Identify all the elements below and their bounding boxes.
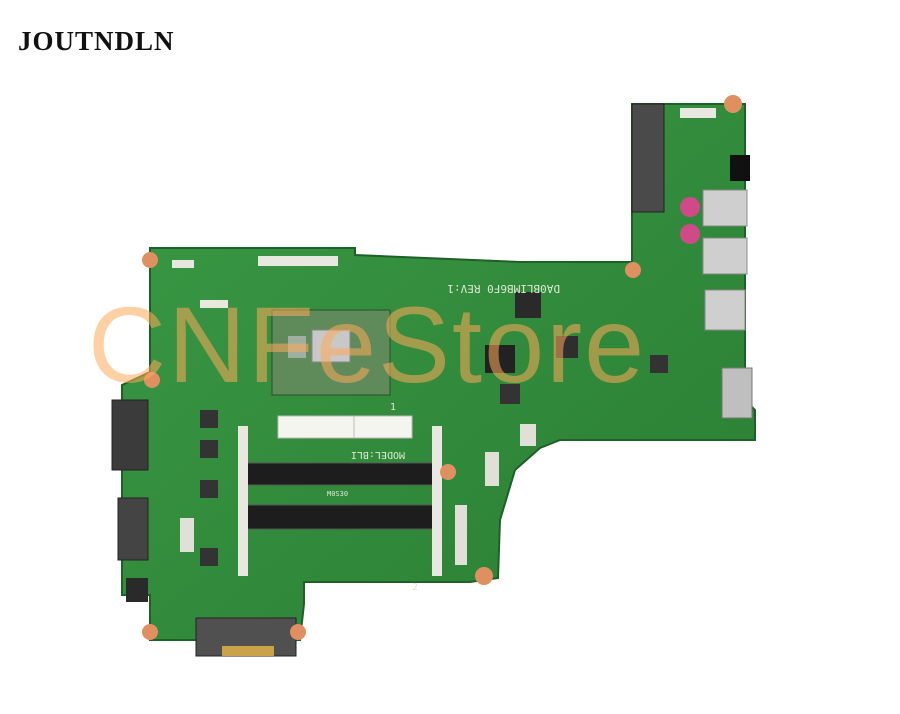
vga-port [721,367,753,419]
chip-6 [200,480,218,498]
flex-connector-6 [180,518,194,552]
silk-model: MODEL:BLI [351,449,405,460]
chip-7 [200,548,218,566]
flex-connector-7 [520,424,536,446]
chip-3 [515,292,541,318]
flex-connector-3 [200,300,228,308]
mounting-hole-8 [144,372,160,388]
capacitor-1 [680,197,700,217]
right-sata-connector [631,103,665,213]
mounting-hole-7 [625,262,641,278]
power-connector-pins [222,646,274,656]
silk-mark-2: 2 [412,582,418,593]
chip-1 [485,345,515,373]
mounting-hole-3 [290,624,306,640]
chip-5 [200,440,218,458]
left-sata-connector [111,399,149,471]
flex-connector-5 [485,452,499,486]
ram-latch-left [238,426,248,576]
chip-4 [200,410,218,428]
mounting-hole-4 [440,464,456,480]
flex-connector-4 [455,505,467,565]
ram-slot-2 [245,504,437,530]
serial-sticker-2 [353,415,413,439]
chip-2 [500,384,520,404]
chip-8 [650,355,668,373]
cpu-die [311,329,351,363]
mounting-hole-2 [142,624,158,640]
audio-jack [730,155,750,181]
chip-9 [556,336,578,358]
flex-connector-1 [258,256,338,266]
usb-port-2 [702,237,748,275]
mounting-hole-1 [142,252,158,268]
capacitor-2 [680,224,700,244]
mounting-hole-5 [475,567,493,585]
hdmi-port [704,289,746,331]
silk-mark-1: 1 [390,402,396,413]
top-flex-connector [680,108,716,118]
silk-board-id: DA0BLIMB6F0 REV:1 [447,282,560,295]
silk-slot-label: M0S30 [327,490,348,498]
usb-port-1 [702,189,748,227]
left-odd-connector [117,497,149,561]
left-audio-connector [126,578,148,602]
cpu-die-2 [288,336,306,358]
brand-name: JOUTNDLN [18,26,175,56]
flex-connector-2 [172,260,194,268]
mounting-hole-6 [724,95,742,113]
ram-slot-1 [245,462,437,486]
ram-latch-right [432,426,442,576]
